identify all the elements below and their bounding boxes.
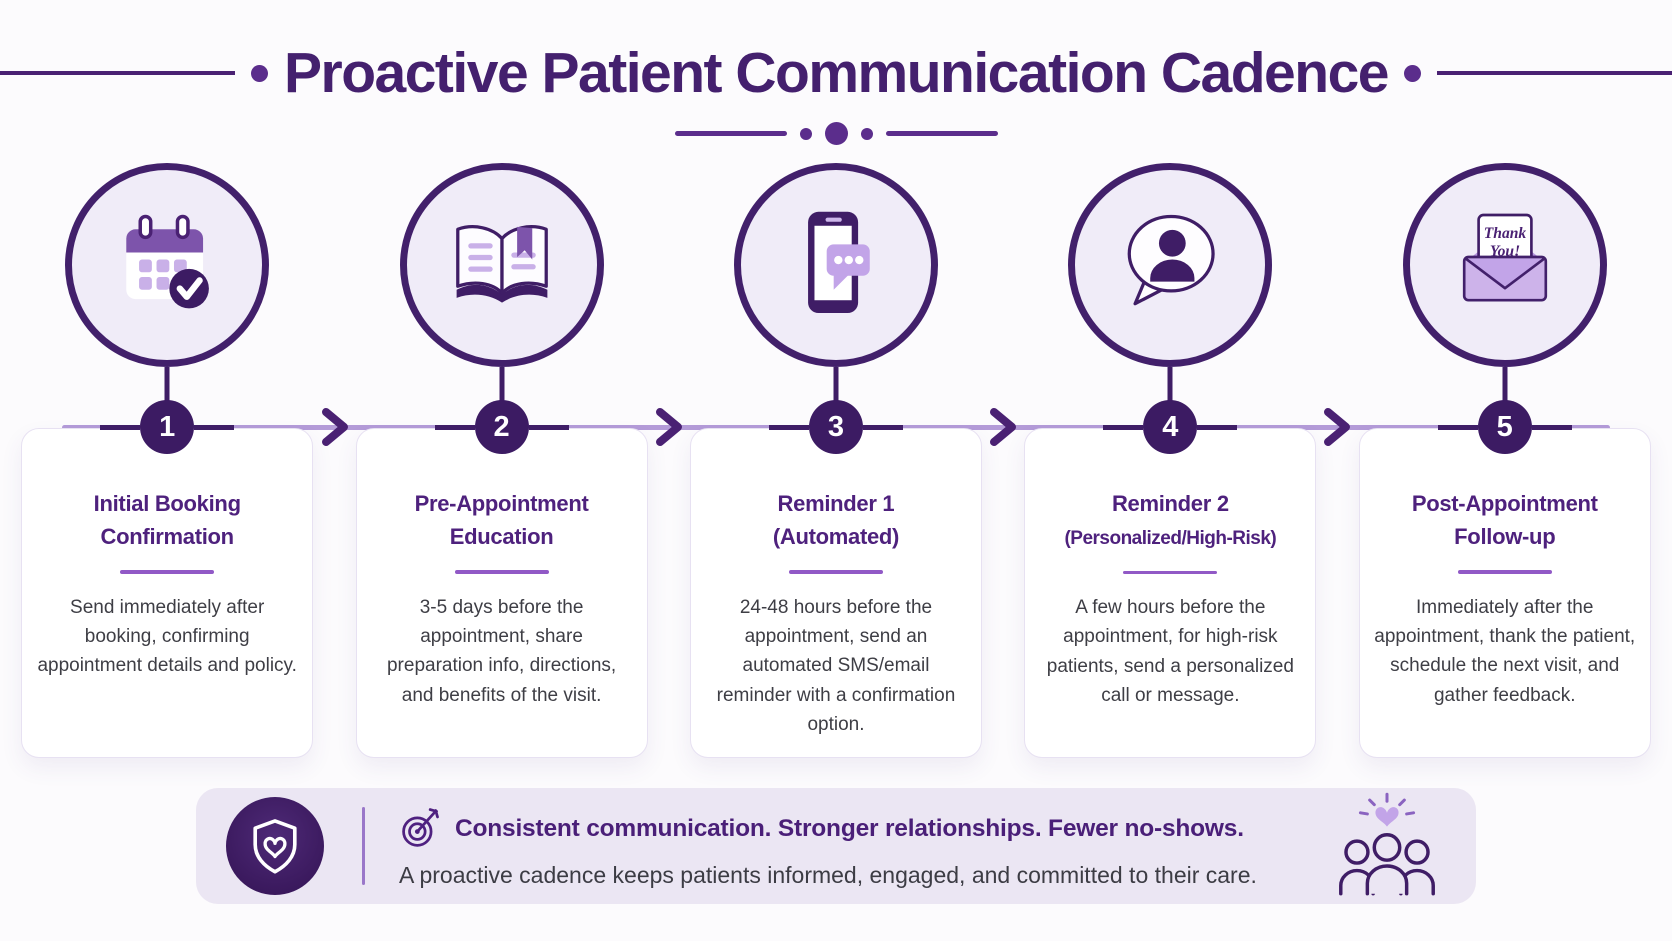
person-speech-bubble-icon <box>1106 199 1234 332</box>
arrow-right-icon <box>651 404 687 450</box>
step-4-description: A few hours before the appointment, for … <box>1046 597 1294 707</box>
calendar-check-icon <box>103 199 231 332</box>
target-dart-icon <box>399 804 443 855</box>
envelope-thank-you-icon: Thank You! <box>1439 197 1571 334</box>
thank-you-text-line2: You! <box>1490 242 1520 259</box>
step-3-icon-circle <box>733 163 938 367</box>
step-1-number-badge: 1 <box>100 400 235 454</box>
step-5-icon-circle: Thank You! <box>1402 163 1607 367</box>
arrow-right-icon <box>985 404 1021 450</box>
step-4-icon-circle <box>1068 163 1273 367</box>
header-dot-left <box>251 64 269 82</box>
banner-divider <box>362 807 365 885</box>
banner-subtext: A proactive cadence keeps patients infor… <box>399 861 1257 888</box>
banner-headline: Consistent communication. Stronger relat… <box>455 815 1244 842</box>
divider-dot-small <box>799 127 812 140</box>
banner-text-block: Consistent communication. Stronger relat… <box>399 804 1257 889</box>
connector-stem <box>833 367 839 403</box>
step-2-description: 3-5 days before the appointment, share p… <box>386 596 617 706</box>
step-3-description: 24-48 hours before the appointment, send… <box>716 596 956 736</box>
step-3-column: 3 Reminder 1(Automated) 24-48 hours befo… <box>669 0 1003 941</box>
header: Proactive Patient Communication Cadence <box>0 0 1672 106</box>
open-book-icon <box>436 199 568 332</box>
header-rule-left <box>0 71 236 75</box>
summary-banner: Consistent communication. Stronger relat… <box>196 788 1476 904</box>
step-2-icon-circle <box>399 163 604 367</box>
connector-stem <box>1502 367 1508 403</box>
divider-line <box>674 131 787 136</box>
title-divider <box>0 122 1672 145</box>
page-title: Proactive Patient Communication Cadence <box>284 41 1389 105</box>
divider-dot-large <box>824 122 848 145</box>
step-3-card: Reminder 1(Automated) 24-48 hours before… <box>689 428 982 758</box>
people-heart-icon <box>1328 792 1446 901</box>
shield-heart-icon <box>226 797 324 895</box>
step-2-number-badge: 2 <box>434 400 569 454</box>
thank-you-text-line1: Thank <box>1484 224 1527 241</box>
step-3-number-badge: 3 <box>768 400 903 454</box>
step-4-number-badge: 4 <box>1103 400 1238 454</box>
arrow-right-icon <box>317 404 353 450</box>
card-divider <box>120 570 215 574</box>
divider-line <box>885 131 998 136</box>
card-divider <box>1123 570 1218 574</box>
card-divider <box>454 570 549 574</box>
step-4-column: 4 Reminder 2(Personalized/High-Risk) A f… <box>1003 0 1337 941</box>
step-4-title: Reminder 2(Personalized/High-Risk) <box>1064 491 1277 549</box>
step-4-card: Reminder 2(Personalized/High-Risk) A few… <box>1024 428 1317 758</box>
connector-stem <box>1167 367 1173 403</box>
card-divider <box>788 570 883 574</box>
card-divider <box>1457 570 1552 574</box>
step-3-title: Reminder 1(Automated) <box>772 491 900 549</box>
connector-stem <box>499 367 505 403</box>
phone-chat-icon <box>772 199 900 332</box>
step-1-description: Send immediately after booking, confirmi… <box>37 596 297 677</box>
header-rule-right <box>1436 71 1672 75</box>
step-5-description: Immediately after the appointment, thank… <box>1374 596 1636 706</box>
connector-stem <box>164 367 170 403</box>
arrow-right-icon <box>1319 404 1355 450</box>
header-dot-right <box>1403 64 1421 82</box>
divider-dot-small <box>860 127 873 140</box>
step-5-number-badge: 5 <box>1437 400 1572 454</box>
step-1-icon-circle <box>65 163 270 367</box>
